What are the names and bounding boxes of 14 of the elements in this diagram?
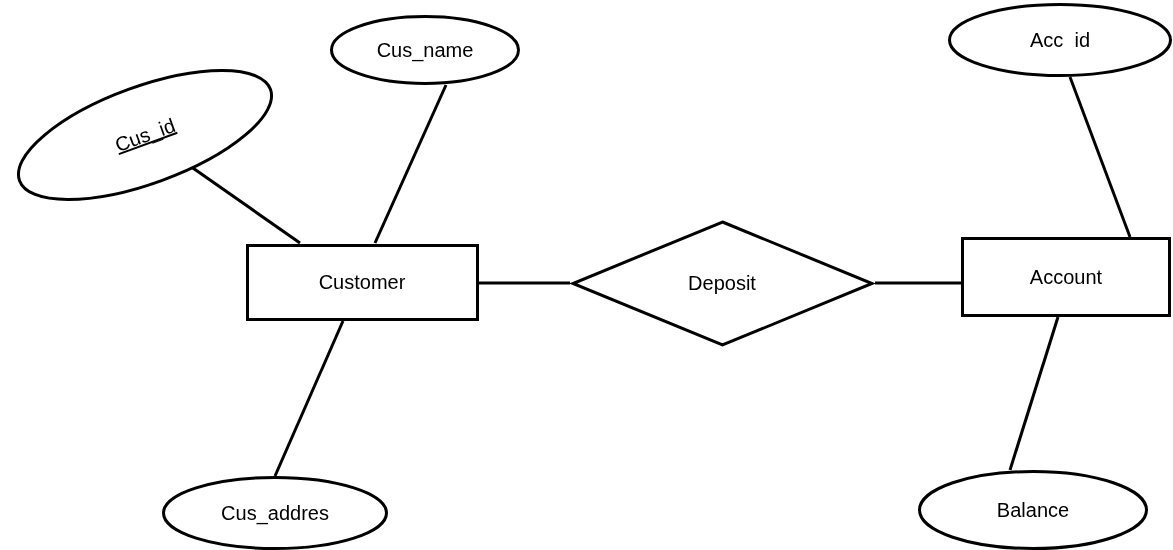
connector-line bbox=[1068, 76, 1132, 238]
entity-name: Account bbox=[1029, 265, 1103, 289]
attribute-name: Cus_id bbox=[111, 113, 179, 157]
attribute-name: Cus_name bbox=[376, 38, 474, 62]
attribute-name: Cus_addres bbox=[221, 501, 329, 525]
attribute-name: Balance bbox=[996, 498, 1070, 522]
entity-name: Customer bbox=[318, 270, 406, 294]
connector-line bbox=[373, 84, 448, 244]
connector-line bbox=[875, 281, 961, 285]
connector-line bbox=[273, 320, 345, 477]
relationship-name: Deposit bbox=[688, 271, 756, 295]
connector-line bbox=[479, 281, 570, 285]
attribute-name: Acc id bbox=[1030, 28, 1090, 52]
connector-line bbox=[1008, 316, 1060, 471]
